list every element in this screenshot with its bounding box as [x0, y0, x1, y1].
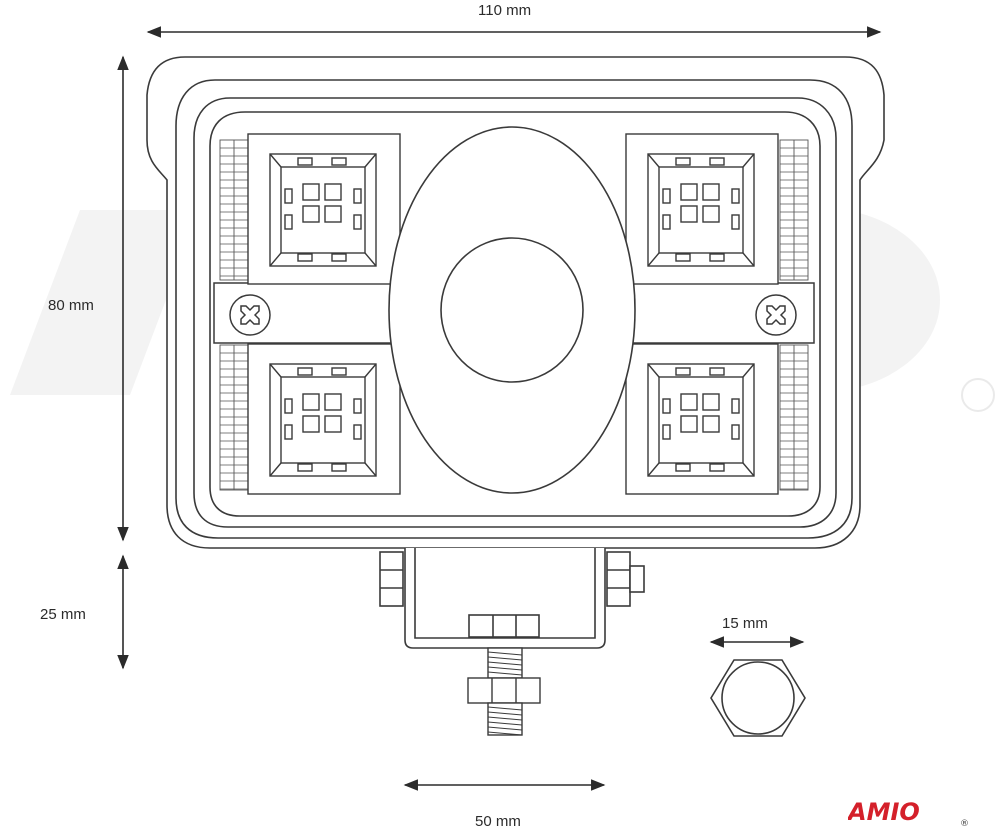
width-dimension-label: 110 mm	[478, 2, 532, 19]
led-module-bottom-left	[247, 343, 401, 495]
mount-height-dimension-label: 25 mm	[40, 606, 86, 623]
mounting-bracket	[379, 548, 645, 649]
led-module-bottom-right	[625, 343, 779, 495]
screw-left-icon	[229, 294, 271, 336]
led-module-top-right	[625, 133, 779, 285]
nut-width-dimension-label: 15 mm	[722, 615, 768, 632]
dimension-lines	[117, 26, 882, 791]
center-reflector	[388, 126, 636, 494]
threaded-bolt	[467, 647, 541, 736]
screw-right-icon	[755, 294, 797, 336]
led-module-top-left	[247, 133, 401, 285]
svg-text:AMIO: AMIO	[848, 798, 920, 826]
hex-nut-icon	[710, 659, 806, 737]
svg-text:®: ®	[960, 819, 969, 828]
bracket-width-dimension-label: 50 mm	[475, 813, 521, 830]
amio-logo: AMIO ®	[848, 798, 969, 828]
height-dimension-label: 80 mm	[48, 297, 94, 314]
